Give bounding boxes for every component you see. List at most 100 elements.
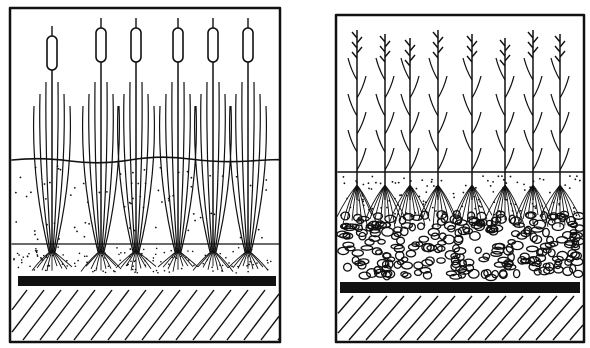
hatch-line xyxy=(400,296,438,340)
reed-leaf xyxy=(429,130,438,152)
sand-dot xyxy=(157,272,159,274)
right-top-soil-layer xyxy=(340,175,581,217)
reed-leaf xyxy=(560,112,569,134)
soil-dot xyxy=(516,182,518,184)
gravel-stone xyxy=(402,262,413,269)
soil-dot xyxy=(576,175,578,177)
gravel-stone xyxy=(469,269,479,278)
sand-dot xyxy=(102,270,104,272)
gravel-stone xyxy=(554,266,563,273)
sand-dot xyxy=(116,247,118,249)
sand-dot xyxy=(43,255,45,257)
sand-dot xyxy=(124,252,126,254)
sand-dot xyxy=(170,250,172,252)
reed-leaf xyxy=(472,112,481,134)
cattail-leaf xyxy=(54,94,64,252)
hatch-line xyxy=(485,296,523,340)
gravel-stone xyxy=(378,239,385,244)
reed-leaf xyxy=(385,148,394,170)
left-subgrade-hatching xyxy=(12,290,279,340)
soil-dot xyxy=(549,192,551,194)
soil-dot xyxy=(564,184,566,186)
sand-dot xyxy=(130,248,132,250)
gravel-stone xyxy=(418,223,425,230)
soil-dot xyxy=(539,178,541,180)
sand-dot xyxy=(35,248,37,250)
soil-dot xyxy=(209,175,211,177)
soil-dot xyxy=(83,183,85,185)
soil-dot xyxy=(99,192,101,194)
reed-plant xyxy=(540,34,580,227)
hatch-line xyxy=(12,290,44,332)
hatch-line xyxy=(468,296,506,340)
soil-dot xyxy=(265,189,267,191)
gravel-stone xyxy=(563,267,573,275)
gravel-stone xyxy=(406,250,415,257)
cattail-leaf xyxy=(215,94,225,252)
gravel-stone xyxy=(419,236,428,242)
reed-leaf xyxy=(472,76,481,98)
soil-dot xyxy=(423,200,425,202)
soil-dot xyxy=(70,194,72,196)
reed-leaf xyxy=(438,148,447,170)
sand-dot xyxy=(130,260,132,262)
sand-dot xyxy=(57,246,59,248)
reed-leaf xyxy=(524,58,533,80)
reed-leaf xyxy=(348,58,357,80)
soil-dot xyxy=(58,168,60,170)
reed-leaf xyxy=(505,112,514,134)
hatch-line xyxy=(570,325,583,340)
hatch-line xyxy=(125,290,163,340)
soil-dot xyxy=(45,198,47,200)
soil-dot xyxy=(394,213,396,215)
reed-plant xyxy=(418,30,458,228)
hatch-line xyxy=(536,296,574,340)
sand-dot xyxy=(17,253,19,255)
sand-dot xyxy=(118,254,120,256)
cattail-leaf xyxy=(180,94,190,252)
hatch-line xyxy=(338,296,353,313)
cattail-plant xyxy=(81,18,121,272)
sand-dot xyxy=(235,272,237,274)
sand-dot xyxy=(77,260,79,262)
hatch-line xyxy=(159,290,197,340)
soil-dot xyxy=(371,176,373,178)
soil-dot xyxy=(520,210,522,212)
soil-dot xyxy=(37,238,39,240)
sand-dot xyxy=(152,260,154,262)
hatch-line xyxy=(210,290,248,340)
soil-dot xyxy=(137,183,139,185)
soil-dot xyxy=(569,175,571,177)
gravel-stone xyxy=(344,263,352,271)
soil-dot xyxy=(482,175,484,177)
cattail-plant xyxy=(228,18,268,270)
soil-dot xyxy=(421,179,423,181)
reed-leaf xyxy=(560,76,569,98)
soil-dot xyxy=(187,229,189,231)
sand-dot xyxy=(13,258,15,260)
soil-dot xyxy=(403,177,405,179)
sand-dot xyxy=(143,249,145,251)
sand-dot xyxy=(225,257,227,259)
hatch-line xyxy=(57,290,95,340)
sand-dot xyxy=(187,250,189,252)
reed-leaf xyxy=(401,94,410,116)
sand-dot xyxy=(164,270,166,272)
soil-dot xyxy=(44,183,46,185)
sand-dot xyxy=(228,262,230,264)
sand-dot xyxy=(136,272,138,274)
gravel-stone xyxy=(397,237,405,244)
reed-leaf xyxy=(401,130,410,152)
hatch-line xyxy=(142,290,180,340)
gravel-stone xyxy=(575,225,583,231)
reed-leaf xyxy=(524,94,533,116)
cattail-root xyxy=(116,250,136,268)
soil-dot xyxy=(261,237,263,239)
left-liner-bar xyxy=(18,276,276,286)
hatch-line xyxy=(193,290,231,340)
reed-plant xyxy=(337,30,377,229)
reed-leaf xyxy=(533,76,542,98)
reed-leaf xyxy=(463,94,472,116)
cattail-root xyxy=(158,250,178,267)
gravel-stone xyxy=(470,232,480,241)
